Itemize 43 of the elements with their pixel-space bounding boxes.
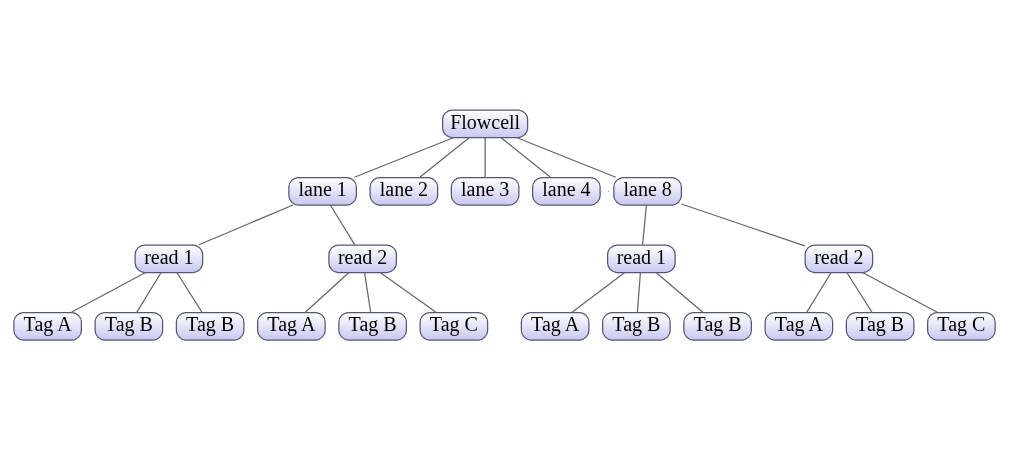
node-box: Tag A [520, 311, 590, 341]
node-box: Tag A [257, 311, 326, 341]
connector [419, 136, 471, 178]
node-box: Tag B [175, 311, 245, 341]
connector [655, 271, 704, 313]
connector [198, 204, 294, 246]
node-box: Tag B [845, 311, 915, 341]
connector [500, 136, 551, 178]
node-box: Tag B [338, 311, 407, 341]
connector [846, 271, 873, 313]
node-box: Tag B [94, 311, 164, 341]
connector [136, 271, 162, 313]
connector [680, 203, 806, 247]
node-box: read 2 [328, 244, 397, 274]
connector [861, 271, 939, 313]
node-box: Tag A [764, 311, 834, 341]
node-box: lane 8 [613, 176, 682, 206]
node-box: lane 3 [450, 176, 520, 206]
connector [379, 271, 437, 313]
node-box: read 2 [804, 244, 874, 274]
node-box: Tag A [13, 311, 82, 341]
connector [515, 136, 617, 178]
connector [806, 271, 832, 313]
connector [353, 136, 455, 178]
connector [484, 136, 486, 178]
node-box: read 1 [134, 244, 204, 274]
node-box: Tag B [602, 311, 671, 341]
node-box: Flowcell [442, 109, 529, 139]
connector [642, 204, 648, 246]
node-box: Tag B [683, 311, 752, 341]
node-box: lane 4 [532, 176, 601, 206]
connector [176, 271, 203, 313]
connector [304, 271, 350, 313]
connector [70, 271, 147, 313]
connector [636, 271, 642, 313]
node-box: Tag C [927, 311, 996, 341]
node-box: read 1 [607, 244, 676, 274]
connector [329, 204, 356, 246]
node-box: Tag C [419, 311, 489, 341]
node-box: lane 1 [288, 176, 357, 206]
connector [363, 271, 372, 313]
connector [571, 271, 626, 313]
node-box: lane 2 [369, 176, 439, 206]
